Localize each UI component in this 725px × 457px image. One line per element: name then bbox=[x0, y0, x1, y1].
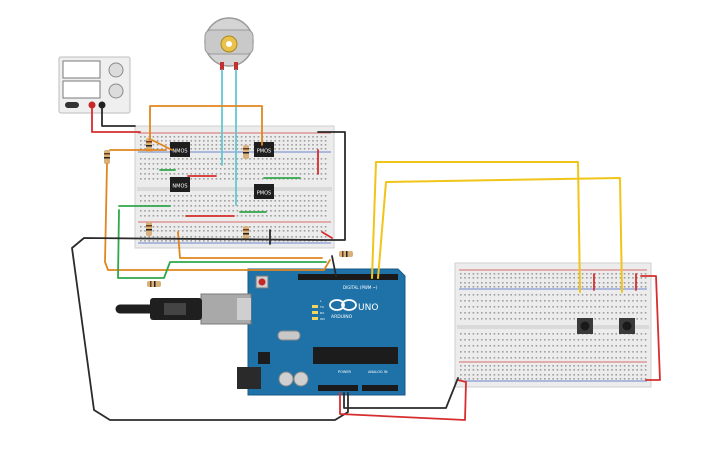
resistor-3 bbox=[243, 145, 249, 159]
wires bbox=[71, 69, 661, 421]
tx-label: TX bbox=[319, 305, 324, 309]
resistor-4 bbox=[146, 222, 152, 236]
dc-motor[interactable] bbox=[204, 17, 254, 70]
power-supply[interactable] bbox=[58, 56, 131, 114]
mosfet-1[interactable]: NMOS bbox=[170, 142, 190, 157]
svg-text:PMOS: PMOS bbox=[257, 191, 271, 197]
svg-text:NMOS: NMOS bbox=[172, 149, 187, 155]
power-header-label: POWER bbox=[338, 370, 352, 374]
rx-label: RX bbox=[320, 311, 324, 315]
on-label: ON bbox=[320, 317, 325, 321]
mosfet-2[interactable]: PMOS bbox=[254, 142, 274, 157]
svg-text:NMOS: NMOS bbox=[172, 184, 187, 190]
arduino-model-label: UNO bbox=[358, 303, 378, 313]
resistor-2 bbox=[104, 150, 110, 164]
arduino-uno-board[interactable]: UNO ARDUINO DIGITAL (PWM ~) POWER ANALOG… bbox=[200, 268, 406, 396]
resistor-7 bbox=[339, 251, 353, 257]
breadboard-2[interactable] bbox=[454, 262, 652, 388]
mosfet-4[interactable]: PMOS bbox=[254, 184, 274, 199]
resistor-6 bbox=[147, 281, 161, 287]
l-label: L bbox=[320, 299, 322, 303]
usb-cable bbox=[115, 298, 202, 320]
mosfet-3[interactable]: NMOS bbox=[170, 177, 190, 192]
resistor-1 bbox=[146, 138, 152, 152]
svg-text:PMOS: PMOS bbox=[257, 149, 271, 155]
arduino-brand-label: ARDUINO bbox=[331, 314, 353, 320]
resistor-5 bbox=[243, 226, 249, 240]
pushbutton-1[interactable] bbox=[577, 318, 593, 334]
analog-header-label: ANALOG IN bbox=[368, 370, 388, 374]
digital-header-label: DIGITAL (PWM ~) bbox=[343, 285, 378, 290]
pushbutton-2[interactable] bbox=[619, 318, 635, 334]
resistors bbox=[104, 138, 353, 287]
breadboard-1[interactable] bbox=[134, 125, 335, 249]
